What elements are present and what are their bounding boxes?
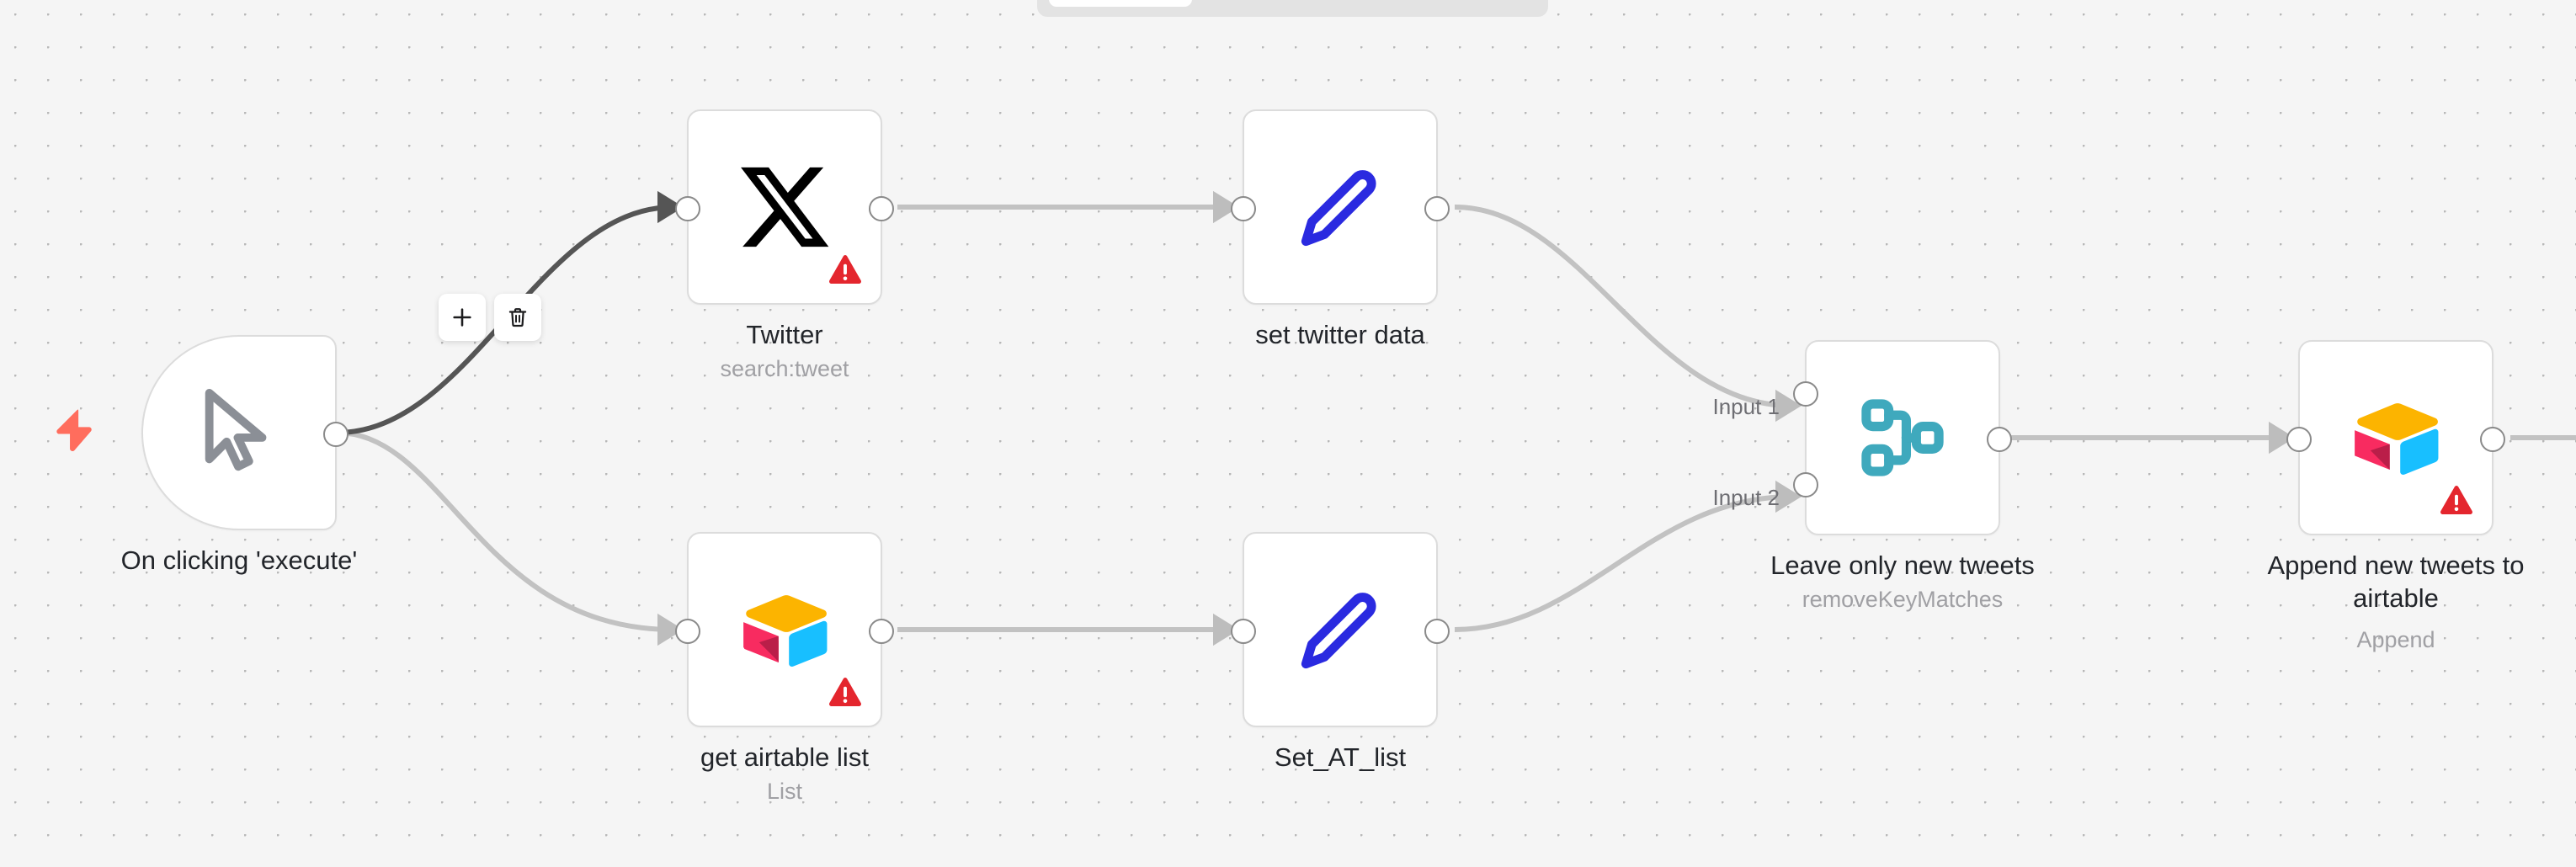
input-port-set-twitter-data[interactable]	[1231, 196, 1256, 221]
trash-icon	[508, 308, 527, 327]
merge-icon	[1859, 394, 1946, 481]
pencil-icon	[1295, 584, 1386, 675]
edge-trigger-to-get-airtable-list[interactable]	[336, 430, 684, 646]
node-sublabel-append-new-tweets-to-airtable: Append	[2356, 627, 2435, 652]
lightning-bolt-icon	[56, 409, 92, 452]
input-port-1-merge[interactable]	[1793, 381, 1818, 407]
node-sublabel-get-airtable-list: List	[766, 779, 803, 804]
airtable-icon	[741, 588, 828, 671]
node-body-append-new-tweets-to-airtable[interactable]	[2286, 340, 2505, 535]
node-label-set-twitter-data: set twitter data	[1255, 320, 1425, 349]
node-label-twitter: Twitter	[746, 320, 823, 349]
input-port-append-airtable[interactable]	[2286, 427, 2312, 452]
node-body-get-airtable-list[interactable]	[675, 532, 894, 727]
output-port-set-at-list[interactable]	[1424, 619, 1450, 644]
node-sublabel-leave-only-new-tweets: removeKeyMatches	[1802, 587, 2004, 612]
node-leave-only-new-tweets[interactable]: Leave only new tweets removeKeyMatches	[1770, 340, 2035, 612]
node-label-set-at-list: Set_AT_list	[1274, 742, 1407, 772]
output-port-trigger[interactable]	[323, 422, 349, 447]
node-get-airtable-list[interactable]: get airtable list List	[675, 532, 894, 804]
merge-input-1-label: Input 1	[1712, 394, 1780, 419]
delete-connection-button[interactable]	[494, 294, 541, 341]
node-set-at-list[interactable]: Set_AT_list	[1231, 532, 1450, 772]
output-port-append-airtable[interactable]	[2480, 427, 2505, 452]
warning-triangle-icon	[829, 254, 861, 285]
warning-triangle-icon	[2440, 485, 2472, 515]
node-body-set-at-list[interactable]	[1231, 532, 1450, 727]
node-sublabel-twitter: search:tweet	[720, 356, 849, 381]
node-label-append-new-tweets-to-airtable: Append new tweets to airtable	[2267, 551, 2525, 613]
toolbar-active-tab[interactable]	[1049, 0, 1192, 7]
node-on-clicking-execute[interactable]: On clicking 'execute'	[121, 335, 357, 575]
node-body-set-twitter-data[interactable]	[1231, 109, 1450, 305]
output-port-twitter[interactable]	[869, 196, 894, 221]
input-port-2-merge[interactable]	[1793, 472, 1818, 497]
mouse-pointer-icon	[195, 386, 283, 479]
warning-triangle-icon	[829, 677, 861, 707]
output-port-merge[interactable]	[1987, 427, 2012, 452]
input-port-twitter[interactable]	[675, 196, 700, 221]
input-port-get-airtable-list[interactable]	[675, 619, 700, 644]
output-port-get-airtable-list[interactable]	[869, 619, 894, 644]
add-node-button[interactable]	[439, 294, 486, 341]
pencil-icon	[1295, 162, 1386, 253]
x-twitter-icon	[736, 158, 833, 256]
node-body-trigger[interactable]	[141, 335, 349, 530]
connection-hover-toolbar[interactable]	[439, 294, 541, 341]
node-twitter[interactable]: Twitter search:tweet	[675, 109, 894, 381]
merge-input-2-label: Input 2	[1712, 485, 1780, 510]
node-set-twitter-data[interactable]: set twitter data	[1231, 109, 1450, 349]
top-toolbar[interactable]	[1037, 0, 1548, 17]
input-port-set-at-list[interactable]	[1231, 619, 1256, 644]
node-body-leave-only-new-tweets[interactable]	[1793, 340, 2012, 535]
airtable-icon	[2352, 396, 2440, 479]
node-label-leave-only-new-tweets: Leave only new tweets	[1770, 551, 2035, 580]
output-port-set-twitter-data[interactable]	[1424, 196, 1450, 221]
node-append-new-tweets-to-airtable[interactable]: Append new tweets to airtable Append	[2267, 340, 2525, 652]
edge-set-twitter-data-to-merge-input1[interactable]	[1454, 205, 1802, 423]
node-body-twitter[interactable]	[675, 109, 894, 305]
node-label-on-clicking-execute: On clicking 'execute'	[120, 545, 358, 575]
plus-icon	[453, 308, 471, 327]
node-label-get-airtable-list: get airtable list	[700, 742, 869, 772]
